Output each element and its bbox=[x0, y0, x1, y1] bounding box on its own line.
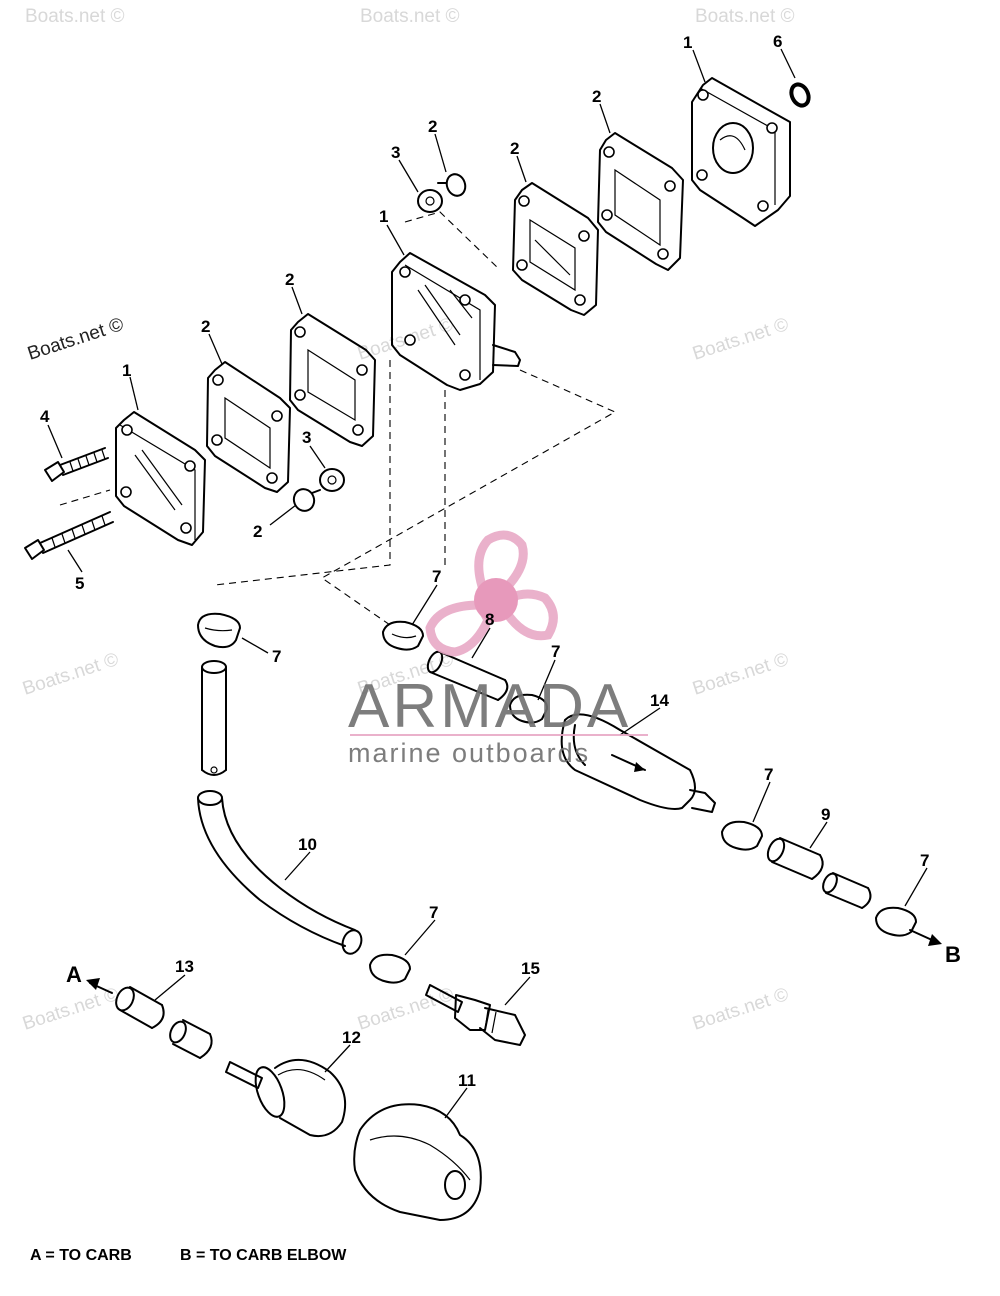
callout-2: 2 bbox=[592, 87, 601, 106]
callouts: 1 6 2 2 3 2 1 2 2 1 4 5 3 2 7 8 7 7 14 7… bbox=[40, 32, 961, 1090]
hose-clamp bbox=[382, 620, 424, 651]
watermark: Boats.net © bbox=[690, 984, 791, 1035]
logo-subtitle: marine outboards bbox=[348, 738, 590, 768]
callout-14: 14 bbox=[650, 691, 669, 710]
watermark: Boats.net © bbox=[690, 649, 791, 700]
callout-13: 13 bbox=[175, 957, 194, 976]
legend-b: B = TO CARB ELBOW bbox=[180, 1247, 347, 1264]
callout-15: 15 bbox=[521, 959, 540, 978]
hose-clamp bbox=[197, 612, 241, 649]
watermark: Boats.net © bbox=[695, 6, 795, 27]
armada-logo: ARMADA marine outboards bbox=[348, 530, 648, 768]
callout-1: 1 bbox=[122, 361, 131, 380]
hose-outlet bbox=[766, 837, 872, 909]
hose-clamp bbox=[721, 820, 763, 851]
callout-7: 7 bbox=[551, 642, 560, 661]
callout-3: 3 bbox=[391, 143, 400, 162]
callout-8: 8 bbox=[485, 610, 494, 629]
check-valve-top bbox=[417, 173, 467, 213]
gasket-left bbox=[206, 361, 291, 493]
diaphragm-mid bbox=[512, 182, 599, 316]
hose-carb bbox=[115, 986, 213, 1059]
gasket-upper-right bbox=[597, 132, 684, 271]
watermark: Boats.net © bbox=[25, 6, 125, 27]
callout-12: 12 bbox=[342, 1028, 361, 1047]
fuel-hose-curved bbox=[197, 790, 363, 955]
callout-11: 11 bbox=[458, 1071, 476, 1090]
watermarks: Boats.net © Boats.net © Boats.net © Boat… bbox=[20, 6, 795, 1035]
callout-2: 2 bbox=[285, 270, 294, 289]
callout-6: 6 bbox=[773, 32, 782, 51]
o-ring bbox=[789, 82, 811, 108]
hose-clamp bbox=[369, 953, 411, 984]
logo-title: ARMADA bbox=[348, 672, 631, 741]
propeller-icon bbox=[425, 530, 558, 657]
hose-fitting bbox=[425, 984, 526, 1046]
callout-7: 7 bbox=[272, 647, 281, 666]
watermark: Boats.net © bbox=[360, 6, 460, 27]
watermark: Boats.net © bbox=[20, 649, 121, 700]
callout-3: 3 bbox=[302, 428, 311, 447]
callout-7: 7 bbox=[764, 765, 773, 784]
primer-bulb bbox=[225, 1059, 346, 1138]
callout-9: 9 bbox=[821, 805, 830, 824]
check-valve-lower bbox=[292, 468, 345, 512]
screw-short bbox=[44, 447, 109, 482]
callout-10: 10 bbox=[298, 835, 317, 854]
logo-divider bbox=[350, 734, 648, 736]
callout-7: 7 bbox=[432, 567, 441, 586]
hose-vertical bbox=[201, 660, 227, 776]
callout-2: 2 bbox=[510, 139, 519, 158]
hose-clamp bbox=[509, 693, 549, 724]
legend: A = TO CARB B = TO CARB ELBOW bbox=[30, 1247, 347, 1264]
hose-clamp bbox=[875, 906, 917, 937]
assembly-lines bbox=[59, 211, 617, 626]
primer-bulb-cover bbox=[353, 1103, 482, 1221]
leader-lines bbox=[47, 48, 928, 1119]
callout-2: 2 bbox=[201, 317, 210, 336]
callout-4: 4 bbox=[40, 407, 50, 426]
arrow-label-b: B bbox=[945, 942, 961, 967]
callout-2: 2 bbox=[253, 522, 262, 541]
callout-7: 7 bbox=[429, 903, 438, 922]
callout-7: 7 bbox=[920, 851, 929, 870]
callout-1: 1 bbox=[683, 33, 692, 52]
watermark: Boats.net © bbox=[690, 314, 791, 365]
callout-2: 2 bbox=[428, 117, 437, 136]
arrow-label-a: A bbox=[66, 962, 82, 987]
pump-body bbox=[391, 252, 521, 391]
watermark: Boats.net © bbox=[20, 984, 121, 1035]
pump-cover-left bbox=[115, 411, 206, 546]
gasket-center bbox=[289, 313, 376, 447]
hose-short bbox=[426, 650, 509, 701]
arrow-to-carb-elbow bbox=[909, 929, 942, 946]
callout-1: 1 bbox=[379, 207, 388, 226]
callout-5: 5 bbox=[75, 574, 84, 593]
fuel-filter bbox=[560, 713, 716, 813]
legend-a: A = TO CARB bbox=[30, 1247, 132, 1264]
pump-cover-top bbox=[691, 77, 791, 227]
arrow-to-carb bbox=[86, 978, 113, 994]
watermark: Boats.net © bbox=[25, 314, 126, 365]
screw-long bbox=[24, 511, 114, 560]
